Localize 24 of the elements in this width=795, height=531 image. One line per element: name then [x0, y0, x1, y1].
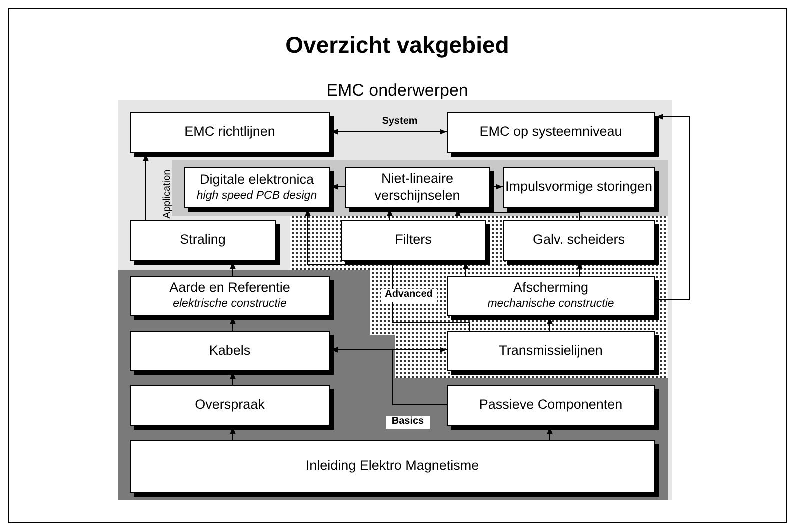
topic-name: Afscherming [513, 280, 589, 298]
topic-name: Filters [395, 232, 432, 249]
topic-name: EMC richtlijnen [184, 124, 276, 141]
topic-name: Galv. scheiders [532, 232, 626, 249]
title: Overzicht vakgebied [284, 31, 510, 60]
topic-name: Transmissielijnen [499, 342, 603, 360]
topic-name: Niet-lineaire verschijnselen [374, 170, 462, 204]
topic-name: Digitale elektronica [200, 172, 314, 189]
topic-name: Inleiding Elektro Magnetisme [306, 458, 480, 475]
zone-label: Advanced [381, 289, 437, 302]
topic-name: EMC op systeemniveau [480, 124, 622, 141]
zone-label: EMC onderwerpen [326, 80, 470, 102]
zone-label: Basics [386, 416, 430, 428]
topic-subtitle: elektrische constructie [173, 297, 287, 312]
topic-name: Aarde en Referentie [170, 280, 290, 298]
zone-label: Application [162, 168, 174, 221]
zone-label: System [381, 116, 419, 128]
topic-name: Passieve Componenten [479, 397, 623, 414]
topic-name: Overspraak [195, 397, 265, 414]
topic-subtitle: mechanische constructie [488, 297, 614, 312]
topic-subtitle: high speed PCB design [196, 188, 318, 204]
topic-name: Straling [180, 232, 226, 249]
topic-name: Impulsvormige storingen [505, 179, 653, 196]
topic-name: Kabels [209, 342, 251, 360]
